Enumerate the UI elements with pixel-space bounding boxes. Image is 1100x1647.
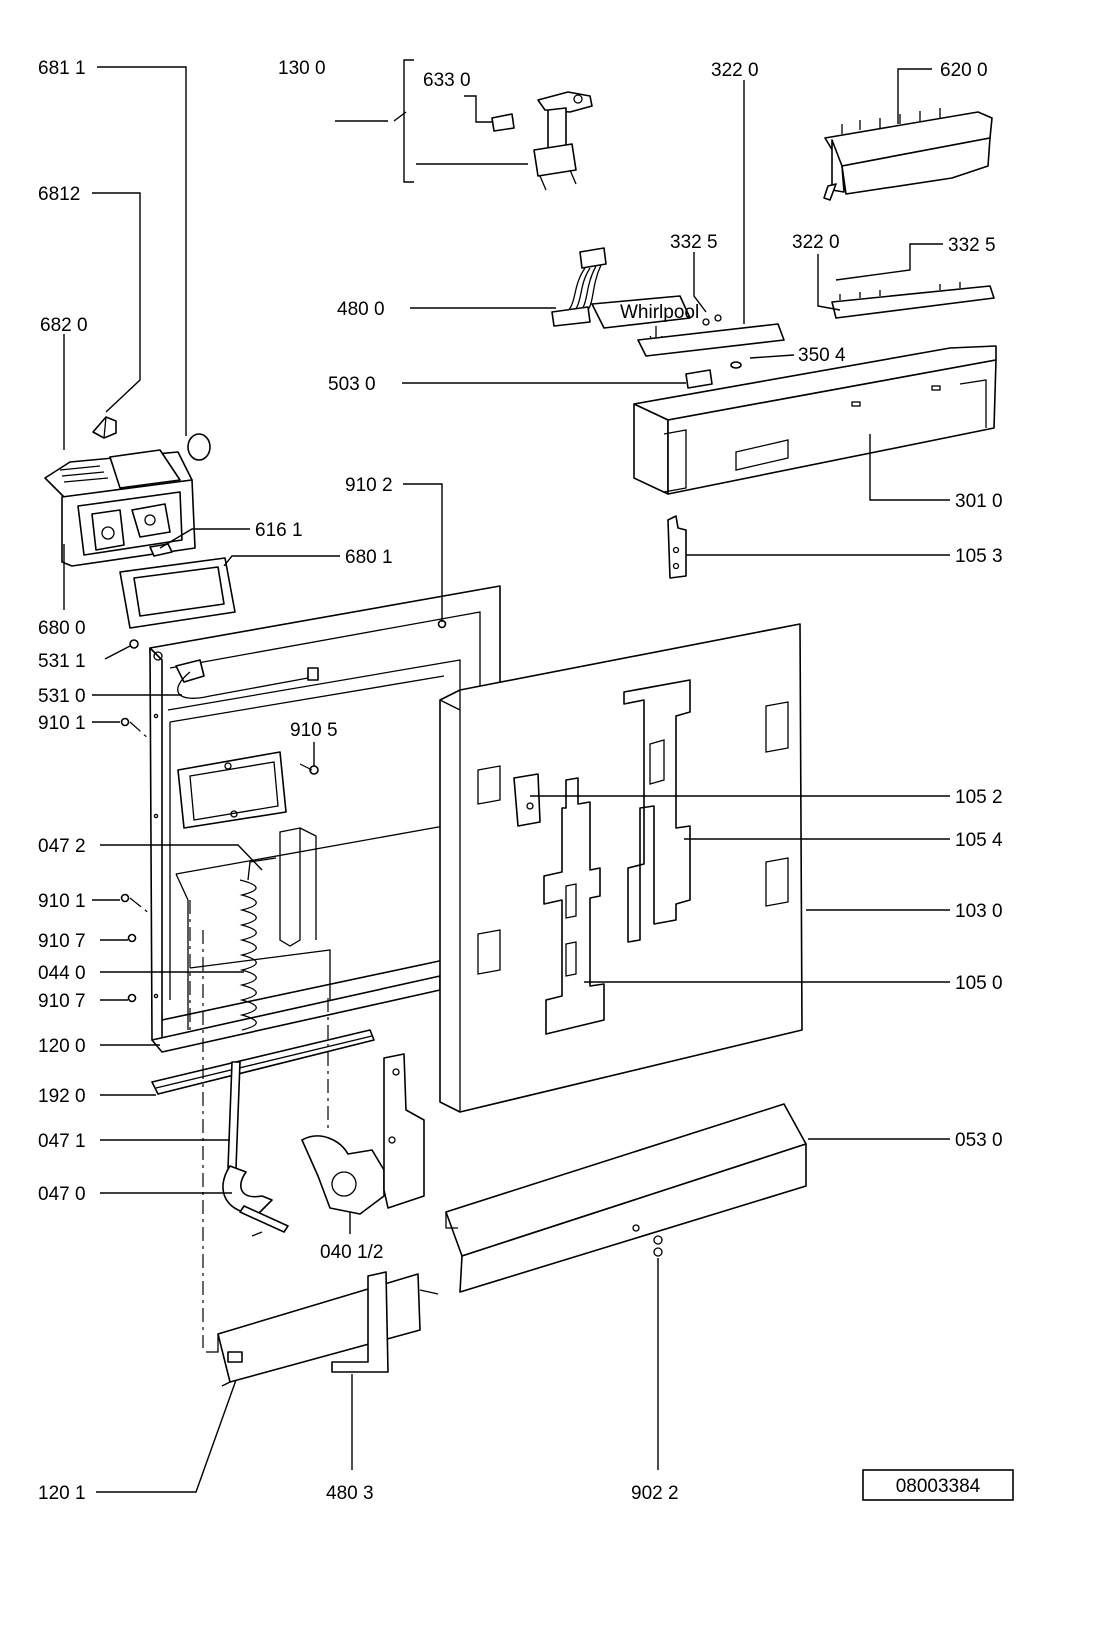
label-047-2: 047 2 — [38, 836, 86, 857]
part-hinge-bracket — [667, 515, 687, 579]
part-switch-bracket — [533, 91, 593, 191]
label-616-1: 616 1 — [255, 520, 303, 541]
part-lower-door — [206, 1273, 439, 1387]
part-display-plate — [831, 282, 995, 319]
label-680-1: 680 1 — [345, 547, 393, 568]
diagram-id-box: 08003384 — [862, 1469, 1014, 1501]
part-labels: 681 1 130 0 633 0 322 0 620 0 6812 332 5… — [38, 58, 1003, 1504]
label-105-2: 105 2 — [955, 787, 1003, 808]
label-120-1: 120 1 — [38, 1483, 86, 1504]
leader-lines — [63, 59, 950, 1493]
part-gasket — [119, 557, 236, 629]
label-910-1-upper: 910 1 — [38, 713, 86, 734]
label-531-0: 531 0 — [38, 686, 86, 707]
label-105-4: 105 4 — [955, 830, 1003, 851]
screw-hardware — [120, 619, 447, 1003]
part-small-latch — [149, 543, 173, 557]
label-130-0: 130 0 — [278, 58, 326, 79]
part-wire-harness — [551, 247, 607, 327]
part-small-ring — [730, 361, 742, 369]
label-332-5-right: 332 5 — [948, 235, 996, 256]
part-trim-strip — [637, 314, 785, 357]
label-105-0: 105 0 — [955, 973, 1003, 994]
part-control-panel — [633, 345, 997, 495]
part-door-hinge — [301, 1053, 425, 1215]
label-044-0: 044 0 — [38, 963, 86, 984]
label-910-7-upper: 910 7 — [38, 931, 86, 952]
label-480-3: 480 3 — [326, 1483, 374, 1504]
label-105-3: 105 3 — [955, 546, 1003, 567]
part-brand-plate: Whirlpool — [591, 295, 699, 350]
label-053-0: 053 0 — [955, 1130, 1003, 1151]
label-902-2: 902 2 — [631, 1483, 679, 1504]
label-120-0: 120 0 — [38, 1036, 86, 1057]
part-door-spring — [239, 857, 277, 1031]
label-6812: 6812 — [38, 184, 80, 205]
part-lower-plate — [445, 1103, 807, 1293]
diagram-id: 08003384 — [896, 1476, 981, 1497]
label-103-0: 103 0 — [955, 901, 1003, 922]
part-bottom-rail — [151, 1029, 375, 1095]
label-681-1: 681 1 — [38, 58, 86, 79]
label-910-1-lower: 910 1 — [38, 891, 86, 912]
part-control-module — [823, 108, 993, 201]
label-910-7-lower: 910 7 — [38, 991, 86, 1012]
label-480-0: 480 0 — [337, 299, 385, 320]
label-350-4: 350 4 — [798, 345, 846, 366]
part-hinge-arm — [222, 1061, 289, 1237]
label-503-0: 503 0 — [328, 374, 376, 395]
label-910-5: 910 5 — [290, 720, 338, 741]
part-strap — [331, 1271, 389, 1373]
label-301-0: 301 0 — [955, 491, 1003, 512]
part-connector-block — [685, 369, 713, 389]
label-322-0-right: 322 0 — [792, 232, 840, 253]
part-inner-door — [149, 585, 501, 1051]
label-680-0: 680 0 — [38, 618, 86, 639]
label-047-1: 047 1 — [38, 1131, 86, 1152]
label-040-1-2: 040 1/2 — [320, 1242, 383, 1263]
label-322-0-top: 322 0 — [711, 60, 759, 81]
label-047-0: 047 0 — [38, 1184, 86, 1205]
part-small-clip — [92, 416, 117, 439]
label-192-0: 192 0 — [38, 1086, 86, 1107]
brand-plate-text: Whirlpool — [620, 302, 699, 323]
label-332-5-left: 332 5 — [670, 232, 718, 253]
label-910-2: 910 2 — [345, 475, 393, 496]
label-531-1: 531 1 — [38, 651, 86, 672]
part-round-cap — [187, 433, 211, 461]
label-682-0: 682 0 — [40, 315, 88, 336]
part-outer-door — [439, 623, 803, 1113]
part-microswitch — [491, 113, 515, 132]
assembly-guide-lines — [129, 721, 329, 1348]
label-620-0: 620 0 — [940, 60, 988, 81]
label-633-0: 633 0 — [423, 70, 471, 91]
part-detergent-dispenser — [44, 449, 196, 567]
